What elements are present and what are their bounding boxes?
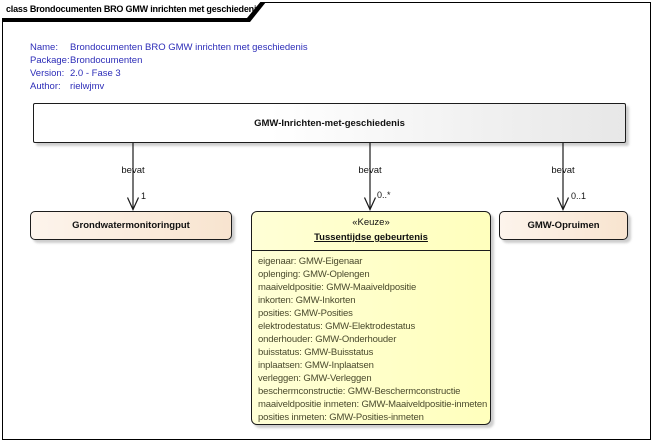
attribute-row: oplenging: GMW-Oplengen [258,269,370,280]
relation-label-bevat-middle: bevat [358,165,382,176]
attribute-row: posities: GMW-Posities [258,308,353,319]
class-name: Grondwatermonitoringput [72,220,190,231]
multiplicity-label-left: 1 [141,191,147,201]
relation-label-bevat-right: bevat [551,165,575,176]
attribute-row: eigenaar: GMW-Eigenaar [258,256,363,267]
metadata-value: Brondocumenten [70,55,143,66]
diagram-title: class Brondocumenten BRO GMW inrichten m… [1,0,262,18]
metadata-row-name: Name: Brondocumenten BRO GMW inrichten m… [30,41,308,54]
metadata-row-version: Version: 2.0 - Fase 3 [30,67,308,80]
multiplicity-label-right: 0..1 [571,191,587,201]
attribute-row: inkorten: GMW-Inkorten [258,295,356,306]
class-name: Tussentijdse gebeurtenis [314,232,428,243]
attribute-row: maaiveldpositie: GMW-Maaiveldpositie [258,282,417,293]
class-box-grondwatermonitoringput[interactable]: Grondwatermonitoringput [30,211,232,240]
attribute-row: beschermconstructie: GMW-Beschermconstru… [258,386,461,397]
diagram-metadata: Name: Brondocumenten BRO GMW inrichten m… [30,41,308,93]
metadata-row-author: Author: rielwjmv [30,80,308,93]
attribute-row: onderhouder: GMW-Onderhouder [258,334,397,345]
attribute-row: posities inmeten: GMW-Posities-inmeten [258,412,424,423]
metadata-value: rielwjmv [70,81,105,92]
class-box-tussentijdse-gebeurtenis[interactable]: «Keuze» Tussentijdse gebeurtenis eigenaa… [251,211,491,425]
attribute-row: elektrodestatus: GMW-Elektrodestatus [258,321,416,332]
metadata-label: Name: [30,42,58,53]
attribute-row: inplaatsen: GMW-Inplaatsen [258,360,374,371]
metadata-value: Brondocumenten BRO GMW inrichten met ges… [70,42,308,53]
attribute-row: maaiveldpositie inmeten: GMW-Maaiveldpos… [258,399,488,410]
metadata-value: 2.0 - Fase 3 [70,68,121,79]
relation-label-bevat-left: bevat [121,165,145,176]
class-name: GMW-Opruimen [527,220,600,231]
metadata-label: Package: [30,55,70,66]
metadata-row-package: Package: Brondocumenten [30,54,308,67]
attribute-row: verleggen: GMW-Verleggen [258,373,372,384]
choice-header: «Keuze» Tussentijdse gebeurtenis [252,212,490,251]
class-name: GMW-Inrichten-met-geschiedenis [254,117,405,129]
multiplicity-label-middle: 0..* [377,190,391,200]
metadata-label: Author: [30,81,61,92]
class-box-gmw-opruimen[interactable]: GMW-Opruimen [499,211,628,240]
class-box-gmw-inrichten-met-geschiedenis[interactable]: GMW-Inrichten-met-geschiedenis [33,103,626,143]
stereotype-label: «Keuze» [352,217,390,228]
attribute-list: eigenaar: GMW-Eigenaar oplenging: GMW-Op… [252,251,490,424]
metadata-label: Version: [30,68,65,79]
attribute-row: buisstatus: GMW-Buisstatus [258,347,374,358]
